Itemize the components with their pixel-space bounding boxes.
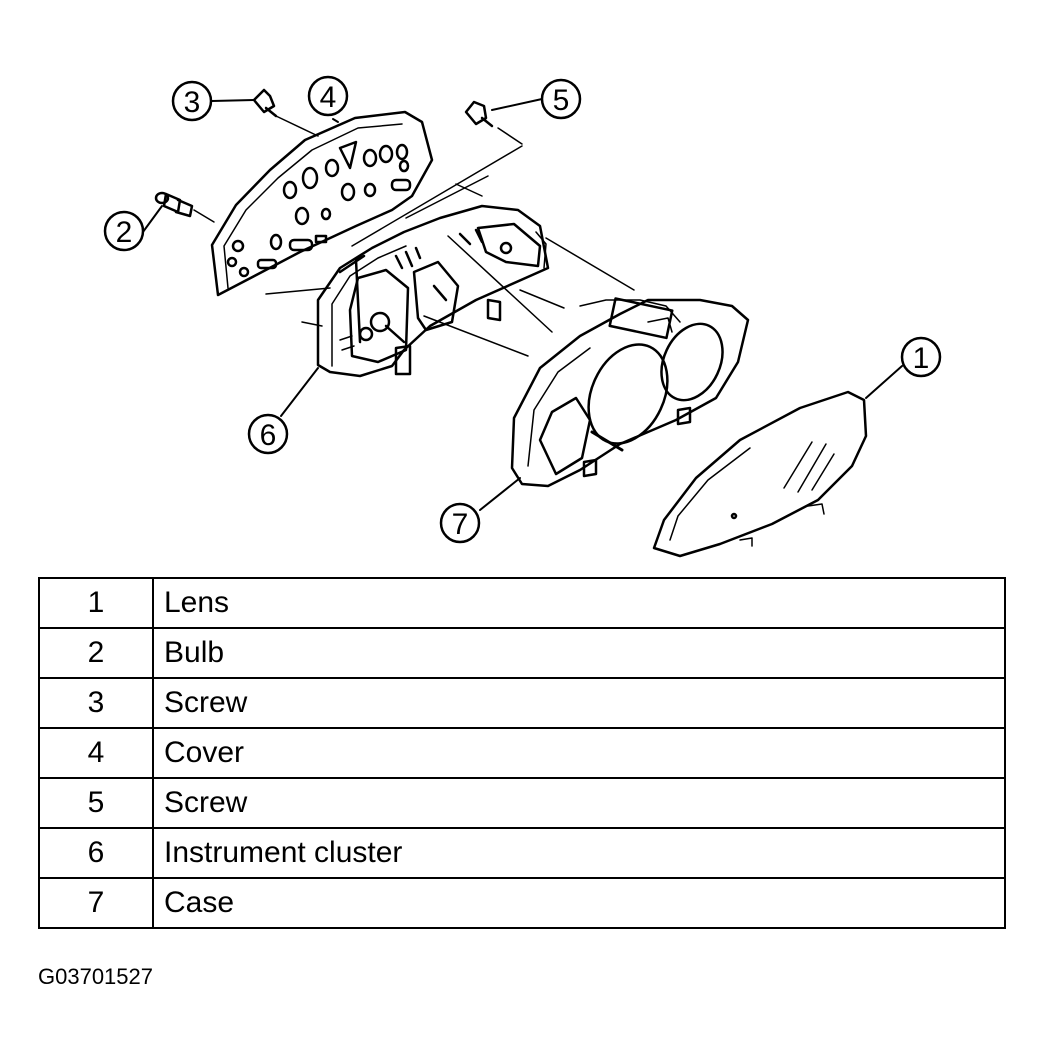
parts-legend-table: 1 Lens 2 Bulb 3 Screw 4 Cover 5 Screw 6 …	[38, 577, 1006, 929]
part-number: 5	[38, 777, 154, 829]
table-row: 4 Cover	[38, 727, 1006, 779]
table-row: 7 Case	[38, 877, 1006, 929]
part-number: 1	[38, 577, 154, 629]
part-description: Bulb	[152, 627, 1006, 679]
part-number: 6	[38, 827, 154, 879]
callout-2: 2	[116, 216, 133, 249]
part-description: Lens	[152, 577, 1006, 629]
table-row: 3 Screw	[38, 677, 1006, 729]
table-row: 5 Screw	[38, 777, 1006, 829]
table-row: 6 Instrument cluster	[38, 827, 1006, 879]
table-row: 2 Bulb	[38, 627, 1006, 679]
callout-leaders	[139, 98, 903, 511]
instrument-cluster-part	[316, 204, 550, 378]
part-description: Case	[152, 877, 1006, 929]
assembly-lines	[193, 115, 635, 357]
callout-circles	[103, 75, 942, 544]
part-number: 7	[38, 877, 154, 929]
screw-3-part	[252, 88, 278, 118]
exploded-view-diagram: 1 2 3 4 5 6 7	[103, 75, 942, 558]
callout-5: 5	[553, 84, 570, 117]
bulb-part	[154, 191, 194, 218]
part-number: 4	[38, 727, 154, 779]
part-number: 3	[38, 677, 154, 729]
callout-7: 7	[452, 508, 469, 541]
part-description: Screw	[152, 677, 1006, 729]
part-description: Screw	[152, 777, 1006, 829]
callout-1: 1	[913, 342, 930, 375]
screw-5-part	[464, 100, 494, 128]
figure-code: G03701527	[38, 964, 153, 989]
callout-3: 3	[184, 86, 201, 119]
part-number: 2	[38, 627, 154, 679]
part-description: Cover	[152, 727, 1006, 779]
case-part	[510, 297, 750, 488]
part-description: Instrument cluster	[152, 827, 1006, 879]
lens-part	[652, 390, 868, 558]
callout-6: 6	[260, 419, 277, 452]
callout-4: 4	[320, 81, 337, 114]
cover-part	[210, 110, 434, 297]
table-row: 1 Lens	[38, 577, 1006, 629]
